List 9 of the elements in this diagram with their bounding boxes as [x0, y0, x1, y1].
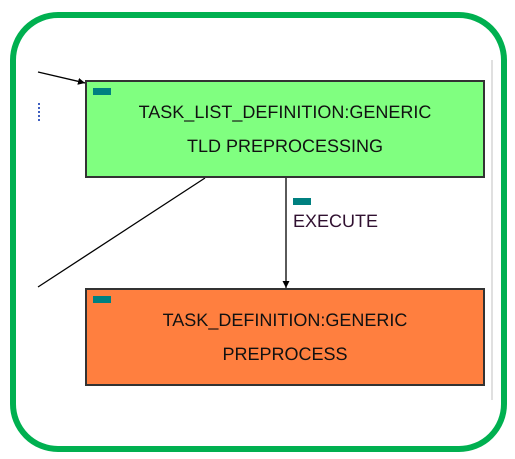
- task-box: [85, 80, 485, 178]
- connector-line: [38, 177, 206, 288]
- task-box: [85, 288, 485, 386]
- node-text: TASK_DEFINITION:GENERIC: [162, 309, 408, 332]
- node-text: PREPROCESS: [222, 343, 348, 366]
- arrow: [282, 178, 290, 288]
- node-text: TASK_LIST_DEFINITION:GENERIC: [138, 101, 432, 124]
- arrow: [38, 71, 86, 85]
- node-text: TLD PREPROCESSING: [186, 135, 384, 158]
